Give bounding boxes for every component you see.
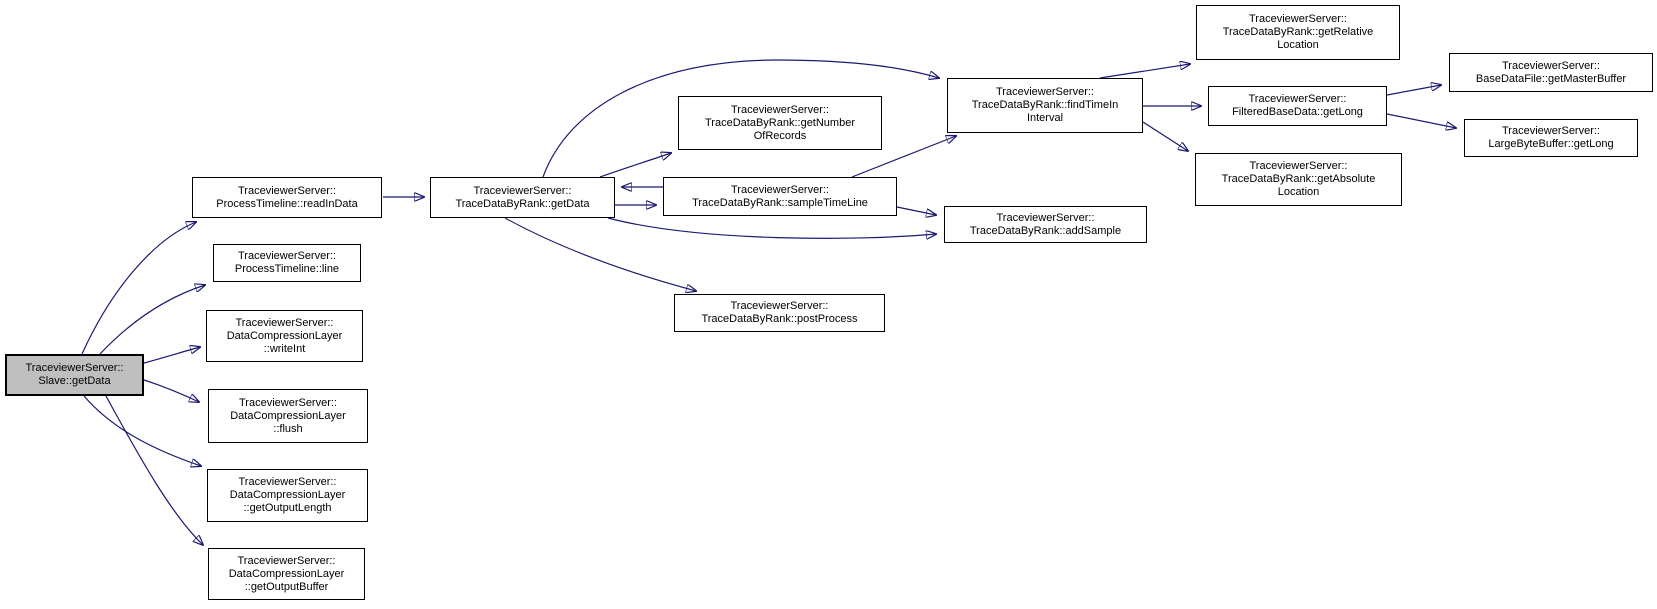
edge-findtimeininterval-to-getabsolutelocation: [1142, 121, 1188, 151]
node-tracedatabyrank-postprocess[interactable]: TraceviewerServer:: TraceDataByRank::pos…: [674, 294, 885, 332]
node-basedatafile-getmasterbuffer[interactable]: TraceviewerServer:: BaseDataFile::getMas…: [1449, 53, 1653, 92]
node-processtimeline-readindata[interactable]: TraceviewerServer:: ProcessTimeline::rea…: [192, 177, 382, 218]
edge-slave-getdata-to-getoutputlength: [83, 395, 201, 466]
node-processtimeline-line[interactable]: TraceviewerServer:: ProcessTimeline::lin…: [213, 244, 361, 282]
edge-filtered-getlong-to-largebyte-getlong: [1386, 113, 1456, 128]
node-datacompressionlayer-writeint[interactable]: TraceviewerServer:: DataCompressionLayer…: [206, 310, 363, 362]
node-slave-getdata: TraceviewerServer:: Slave::getData: [5, 354, 144, 396]
edge-slave-getdata-to-line: [99, 285, 205, 355]
edge-sampletimeline-to-findtimeininterval: [851, 136, 956, 178]
edge-filtered-getlong-to-getmasterbuffer: [1386, 85, 1441, 96]
edge-tdbr-getdata-to-getnumberofrecords: [599, 153, 671, 178]
node-tracedatabyrank-sampletimeline[interactable]: TraceviewerServer:: TraceDataByRank::sam…: [663, 177, 897, 216]
node-tracedatabyrank-getnumberofrecords[interactable]: TraceviewerServer:: TraceDataByRank::get…: [678, 96, 882, 150]
node-tracedatabyrank-addsample[interactable]: TraceviewerServer:: TraceDataByRank::add…: [944, 206, 1147, 243]
edge-sampletimeline-to-addsample: [896, 206, 936, 215]
node-largebytebuffer-getlong[interactable]: TraceviewerServer:: LargeByteBuffer::get…: [1464, 119, 1638, 157]
node-tracedatabyrank-getabsolutelocation[interactable]: TraceviewerServer:: TraceDataByRank::get…: [1195, 153, 1402, 206]
node-tracedatabyrank-findtimeininterval[interactable]: TraceviewerServer:: TraceDataByRank::fin…: [947, 78, 1143, 133]
node-tracedatabyrank-getrelativelocation[interactable]: TraceviewerServer:: TraceDataByRank::get…: [1196, 5, 1400, 60]
node-tracedatabyrank-getdata[interactable]: TraceviewerServer:: TraceDataByRank::get…: [430, 177, 615, 218]
edge-slave-getdata-to-readindata: [81, 222, 196, 355]
edge-slave-getdata-to-getoutputbuffer: [105, 395, 203, 545]
edge-slave-getdata-to-writeint: [143, 347, 200, 364]
edge-tdbr-getdata-to-postprocess: [504, 217, 696, 291]
node-filteredbasedata-getlong[interactable]: TraceviewerServer:: FilteredBaseData::ge…: [1208, 86, 1387, 126]
node-datacompressionlayer-flush[interactable]: TraceviewerServer:: DataCompressionLayer…: [208, 389, 368, 443]
edge-findtimeininterval-to-getrelativelocation: [1099, 64, 1190, 79]
node-datacompressionlayer-getoutputlength[interactable]: TraceviewerServer:: DataCompressionLayer…: [207, 469, 368, 522]
node-datacompressionlayer-getoutputbuffer[interactable]: TraceviewerServer:: DataCompressionLayer…: [208, 548, 365, 600]
edge-tdbr-getdata-to-addsample: [607, 217, 936, 238]
edge-tdbr-getdata-to-findtimeininterval: [542, 59, 939, 178]
edge-slave-getdata-to-flush: [143, 379, 199, 402]
